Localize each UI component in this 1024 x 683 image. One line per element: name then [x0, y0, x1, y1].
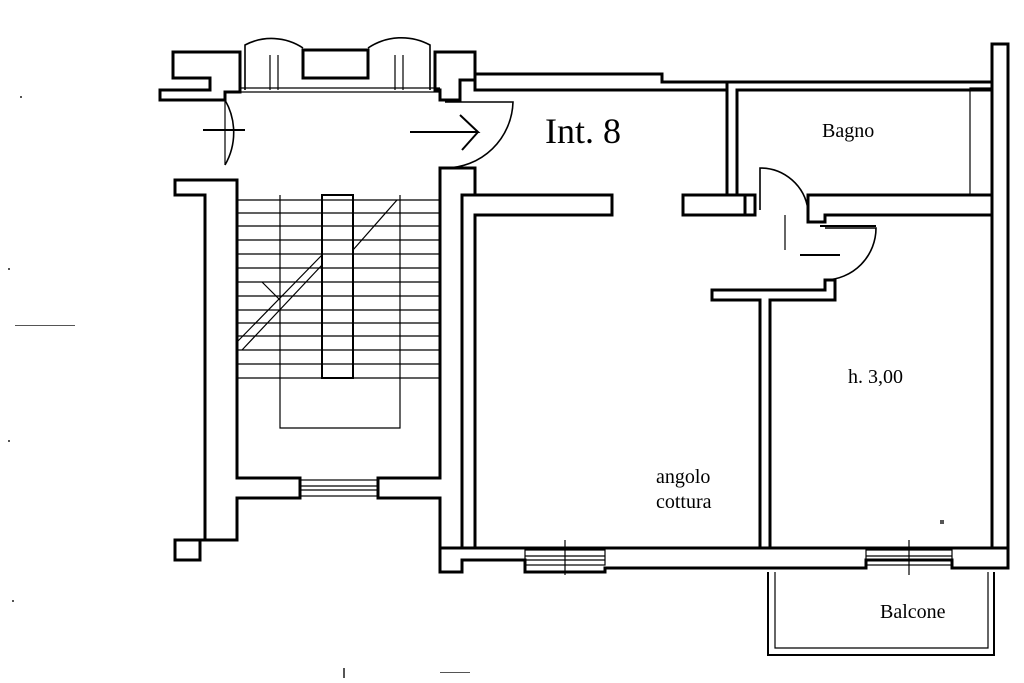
wall-corridor-mid [681, 193, 747, 217]
stair-landing [279, 378, 401, 429]
unit-label: Int. 8 [545, 111, 621, 151]
wall-bath-door-jamb [743, 193, 757, 217]
stair-window [299, 479, 379, 497]
entrance-door-left [244, 37, 304, 90]
wall-partition-stub [710, 278, 837, 550]
stair-core [321, 194, 354, 379]
bathroom-door [759, 167, 809, 211]
wall-bath-bottom [806, 193, 994, 224]
wall-stair-left [173, 178, 302, 562]
wall-apartment-top [473, 72, 729, 92]
room-label-kitchen-line2: cottura [656, 491, 712, 513]
apartment-entry-door [444, 101, 514, 169]
room-label-kitchen-line1: angolo [656, 466, 710, 488]
wall-right [978, 42, 1010, 570]
balcony-outline [767, 572, 995, 656]
wall-top-center [301, 48, 370, 80]
stair-arrow-line [236, 254, 323, 343]
wall-top-right [433, 50, 477, 102]
room-height-label: h. 3,00 [848, 366, 903, 388]
entry-arrow [410, 114, 481, 133]
apartment [438, 42, 1010, 656]
room-label-balcony: Balcone [880, 601, 946, 623]
stair-treads [237, 199, 440, 379]
wall-top-left [158, 50, 242, 102]
entrance-door-right [367, 36, 431, 90]
bath-fixture [969, 87, 993, 196]
landing-door-left [160, 99, 235, 166]
wall-corridor-left [460, 193, 614, 562]
scan-marks [8, 96, 944, 678]
room-label-bathroom: Bagno [822, 120, 874, 142]
stairwell [158, 36, 514, 562]
